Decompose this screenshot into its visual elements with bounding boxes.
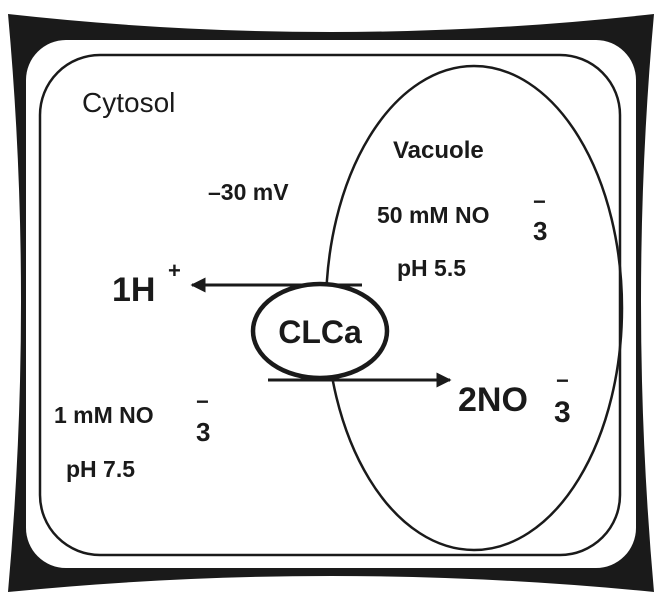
vacuole-nitrate-charge: − <box>533 189 546 214</box>
clca-label: CLCa <box>278 314 362 350</box>
proton-flux-charge: + <box>168 258 181 283</box>
cytosol-label: Cytosol <box>82 87 175 118</box>
nitrate-flux-label: 2NO <box>458 381 528 419</box>
vacuole-label: Vacuole <box>393 137 484 164</box>
vacuole-nitrate-subscript: 3 <box>533 216 547 246</box>
vacuole-ph: pH 5.5 <box>397 255 466 281</box>
membrane-potential-label: –30 mV <box>208 179 289 205</box>
vacuole-nitrate-concentration: 50 mM NO <box>377 202 489 228</box>
plasma-membrane <box>38 53 622 557</box>
nitrate-flux-charge: − <box>556 368 569 393</box>
cytosol-nitrate-concentration: 1 mM NO <box>54 402 154 428</box>
proton-flux-label: 1H <box>112 271 155 309</box>
cytosol-nitrate-charge: − <box>196 389 209 414</box>
nitrate-flux-subscript: 3 <box>554 396 571 429</box>
clca-transporter <box>250 281 390 381</box>
cytosol-ph: pH 7.5 <box>66 456 135 482</box>
cytosol-nitrate-subscript: 3 <box>196 417 210 447</box>
